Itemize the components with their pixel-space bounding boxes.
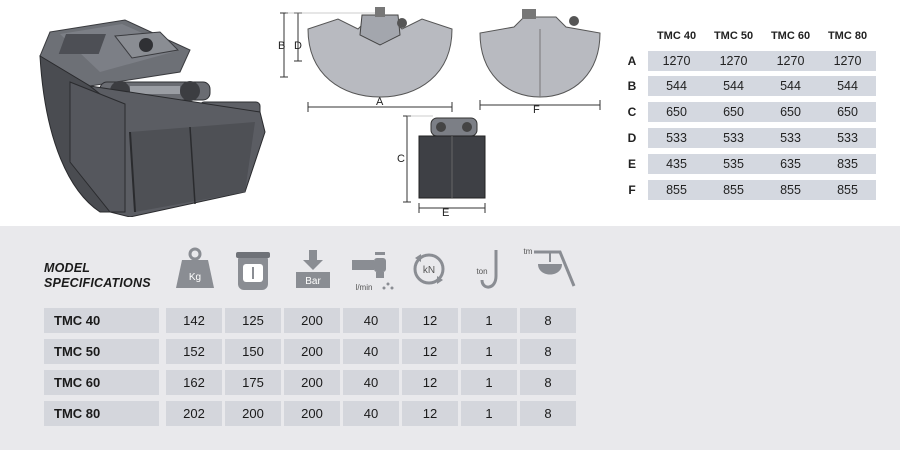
dim-cell: 855	[819, 180, 876, 200]
spec-cell: 8	[520, 339, 576, 364]
spec-cell: 1	[461, 339, 517, 364]
dim-header-tmc60: TMC 60	[770, 30, 811, 42]
spec-cell: 202	[166, 401, 222, 426]
dim-header-tmc40: TMC 40	[656, 30, 697, 42]
spec-cell: 40	[343, 401, 399, 426]
dim-cell: 1270	[705, 51, 762, 71]
dim-cell: 435	[648, 154, 705, 174]
side-view-drawing: F	[479, 9, 601, 116]
pressure-bar-label: Bar	[305, 276, 321, 287]
clamshell-bucket-render	[39, 19, 266, 217]
spec-cell: 1	[461, 308, 517, 333]
weight-kg-icon: Kg	[176, 247, 214, 288]
lifting-hook-label: ton	[476, 267, 487, 276]
dim-cell: 544	[819, 76, 876, 96]
dim-cell: 635	[762, 154, 819, 174]
dim-cell: 533	[705, 128, 762, 148]
dim-header-tmc50: TMC 50	[713, 30, 754, 42]
spec-cell: 40	[343, 308, 399, 333]
spec-cell: 162	[166, 370, 222, 395]
spec-cell: 12	[402, 401, 458, 426]
dim-cell: 544	[705, 76, 762, 96]
spec-cell: 12	[402, 339, 458, 364]
dim-cell: 650	[705, 102, 762, 122]
spec-cell: 200	[284, 339, 340, 364]
dim-row-label-d: D	[627, 131, 637, 145]
spec-model-label: TMC 80	[44, 401, 159, 426]
dim-cell: 855	[648, 180, 705, 200]
dim-cell: 544	[648, 76, 705, 96]
lifting-hook-ton-icon: ton	[476, 250, 498, 289]
spec-model-label: TMC 40	[44, 308, 159, 333]
dim-cell: 650	[648, 102, 705, 122]
dim-cell: 533	[648, 128, 705, 148]
spec-cell: 8	[520, 308, 576, 333]
dim-row-label-c: C	[627, 105, 637, 119]
specifications-title-line2: SPECIFICATIONS	[44, 276, 151, 290]
dim-cell: 1270	[819, 51, 876, 71]
dim-cell: 650	[819, 102, 876, 122]
dim-row-label-b: B	[627, 79, 637, 93]
spec-cell: 8	[520, 370, 576, 395]
spec-cell: 200	[284, 401, 340, 426]
dimension-label-f: F	[533, 104, 540, 116]
dimension-label-b: B	[278, 40, 285, 52]
spec-cell: 1	[461, 401, 517, 426]
spec-cell: 200	[225, 401, 281, 426]
spec-cell: 142	[166, 308, 222, 333]
spec-cell: 200	[284, 370, 340, 395]
force-kn-label: kN	[423, 265, 435, 276]
dimension-label-d: D	[294, 40, 302, 52]
dimension-label-a: A	[376, 96, 384, 108]
specifications-title: MODEL SPECIFICATIONS	[44, 261, 151, 291]
dimension-label-c: C	[397, 153, 405, 165]
specifications-title-line1: MODEL	[44, 261, 91, 275]
force-kn-icon: kN	[413, 253, 445, 285]
spec-cell: 150	[225, 339, 281, 364]
spec-cell: 8	[520, 401, 576, 426]
spec-cell: 125	[225, 308, 281, 333]
dim-cell: 855	[705, 180, 762, 200]
flow-rate-label: l/min	[356, 283, 373, 292]
spec-cell: 175	[225, 370, 281, 395]
dim-row-label-a: A	[627, 54, 637, 68]
crane-grab-tm-icon: tm	[524, 247, 576, 287]
crane-grab-label: tm	[524, 247, 533, 256]
dim-cell: 544	[762, 76, 819, 96]
front-view-drawing: B D A	[278, 7, 453, 112]
dim-cell: 835	[819, 154, 876, 174]
spec-cell: 200	[284, 308, 340, 333]
top-section: B D A F C E TMC 40 TMC 50 TMC 60 TMC 80 …	[39, 7, 876, 219]
spec-cell: 152	[166, 339, 222, 364]
dim-row-label-e: E	[627, 157, 636, 171]
top-view-drawing: C E	[397, 115, 486, 219]
capacity-container-icon	[236, 252, 270, 290]
weight-kg-label: Kg	[189, 272, 201, 283]
dim-cell: 533	[762, 128, 819, 148]
dim-cell: 855	[762, 180, 819, 200]
spec-model-label: TMC 50	[44, 339, 159, 364]
dim-cell: 533	[819, 128, 876, 148]
dim-cell: 535	[705, 154, 762, 174]
flow-rate-tap-icon: l/min	[352, 252, 394, 292]
dimension-label-e: E	[442, 207, 449, 219]
pressure-bar-icon: Bar	[296, 250, 330, 288]
dim-row-label-f: F	[628, 183, 636, 197]
spec-model-label: TMC 60	[44, 370, 159, 395]
dim-cell: 1270	[648, 51, 705, 71]
dim-header-tmc80: TMC 80	[827, 30, 868, 42]
spec-cell: 12	[402, 370, 458, 395]
spec-cell: 40	[343, 370, 399, 395]
spec-cell: 40	[343, 339, 399, 364]
dim-cell: 650	[762, 102, 819, 122]
spec-cell: 12	[402, 308, 458, 333]
dim-cell: 1270	[762, 51, 819, 71]
spec-cell: 1	[461, 370, 517, 395]
